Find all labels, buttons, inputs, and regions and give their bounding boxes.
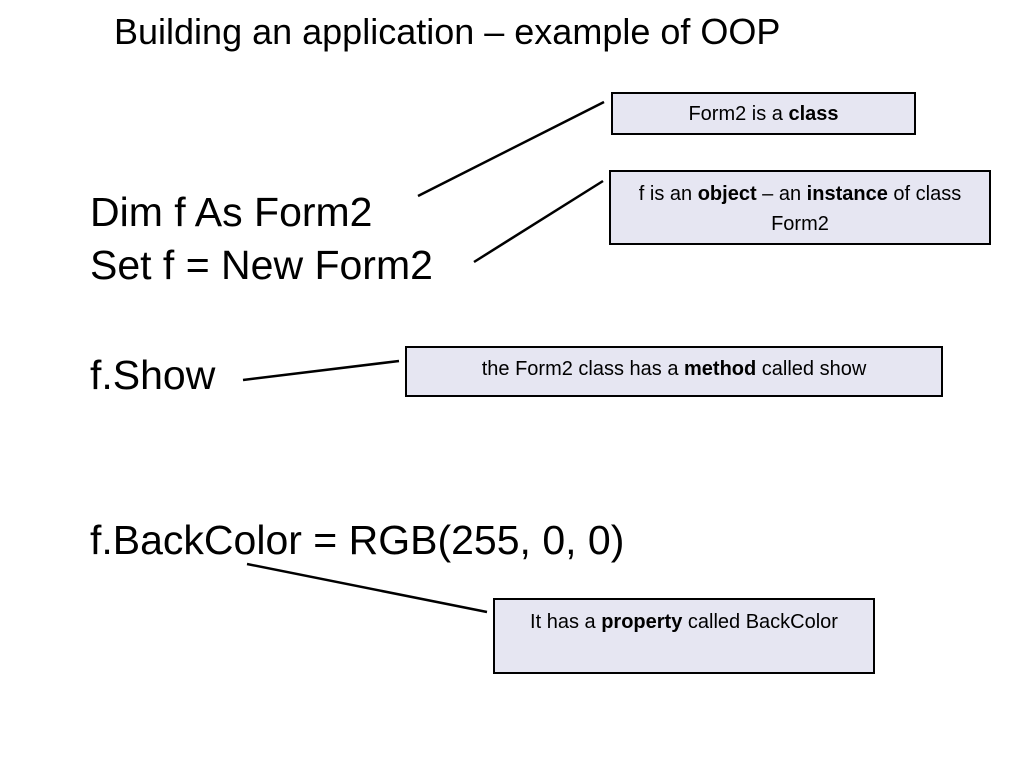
callout-property: It has a property called BackColor: [493, 598, 875, 674]
callout-property-term: property: [601, 611, 683, 633]
callout-property-text: It has a: [530, 611, 602, 633]
callout-object-term-instance: instance: [806, 183, 888, 205]
code-line-dim: Dim f As Form2: [90, 189, 373, 235]
connector-property: [246, 562, 488, 614]
callout-object-text-middle: – an: [756, 183, 807, 205]
callout-object-term: object: [697, 183, 757, 205]
callout-class-text: Form2 is a: [688, 103, 789, 125]
code-line-set: Set f = New Form2: [90, 242, 433, 288]
callout-object: f is an object – an instance of class Fo…: [609, 170, 991, 245]
code-line-backcolor: f.BackColor = RGB(255, 0, 0): [90, 517, 625, 563]
callout-class: Form2 is a class: [611, 92, 916, 135]
code-line-show: f.Show: [90, 352, 216, 398]
callout-class-term: class: [788, 103, 839, 125]
callout-object-text: f is an: [638, 183, 698, 205]
callout-object-text-after: of class Form2: [771, 183, 962, 235]
callout-method-text-after: called show: [756, 358, 867, 380]
callout-property-text-after: called BackColor: [682, 611, 838, 633]
connector-class: [417, 100, 605, 198]
connector-object: [473, 179, 604, 264]
callout-method-term: method: [684, 358, 757, 380]
slide-title: Building an application – example of OOP: [114, 11, 781, 52]
callout-method-text: the Form2 class has a: [481, 358, 685, 380]
connector-method: [242, 359, 400, 382]
callout-method: the Form2 class has a method called show: [405, 346, 943, 397]
